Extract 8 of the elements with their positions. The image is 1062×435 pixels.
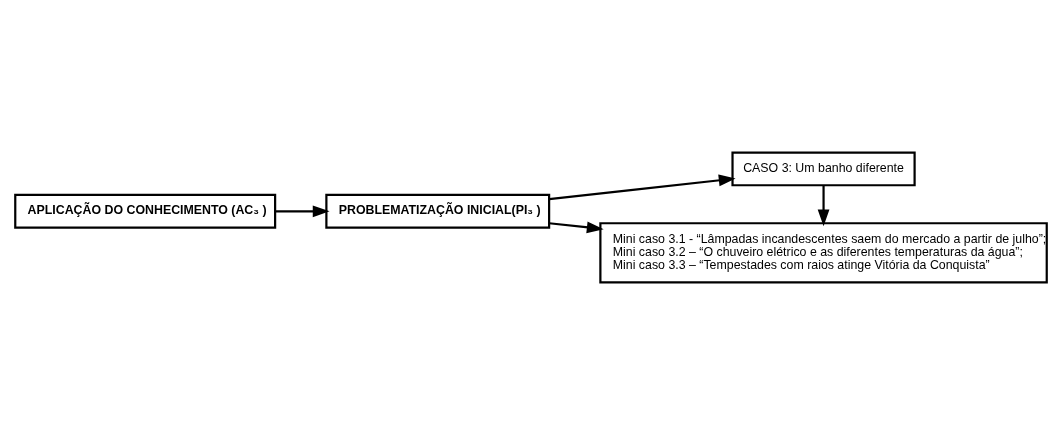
arrow (549, 221, 604, 234)
arrow (817, 185, 830, 227)
node-box: PROBLEMATIZAÇÃO INICIAL(PI₃ ) (325, 193, 551, 229)
node-box: Mini caso 3.1 - “Lâmpadas incandescentes saem do mercado a partir de julho”; Mini caso 3.2 – “O chuveiro elétrico e as diferentes temperaturas da água”; Mini caso 3.3 – “Tempestades com raios atinge Vitória da Conquista” (599, 222, 1048, 284)
arrow (549, 174, 736, 201)
arrow (275, 205, 330, 218)
node-box: CASO 3: Um banho diferente (731, 151, 916, 187)
node-box: APLICAÇÃO DO CONHECIMENTO (AC₃ ) (14, 193, 277, 229)
